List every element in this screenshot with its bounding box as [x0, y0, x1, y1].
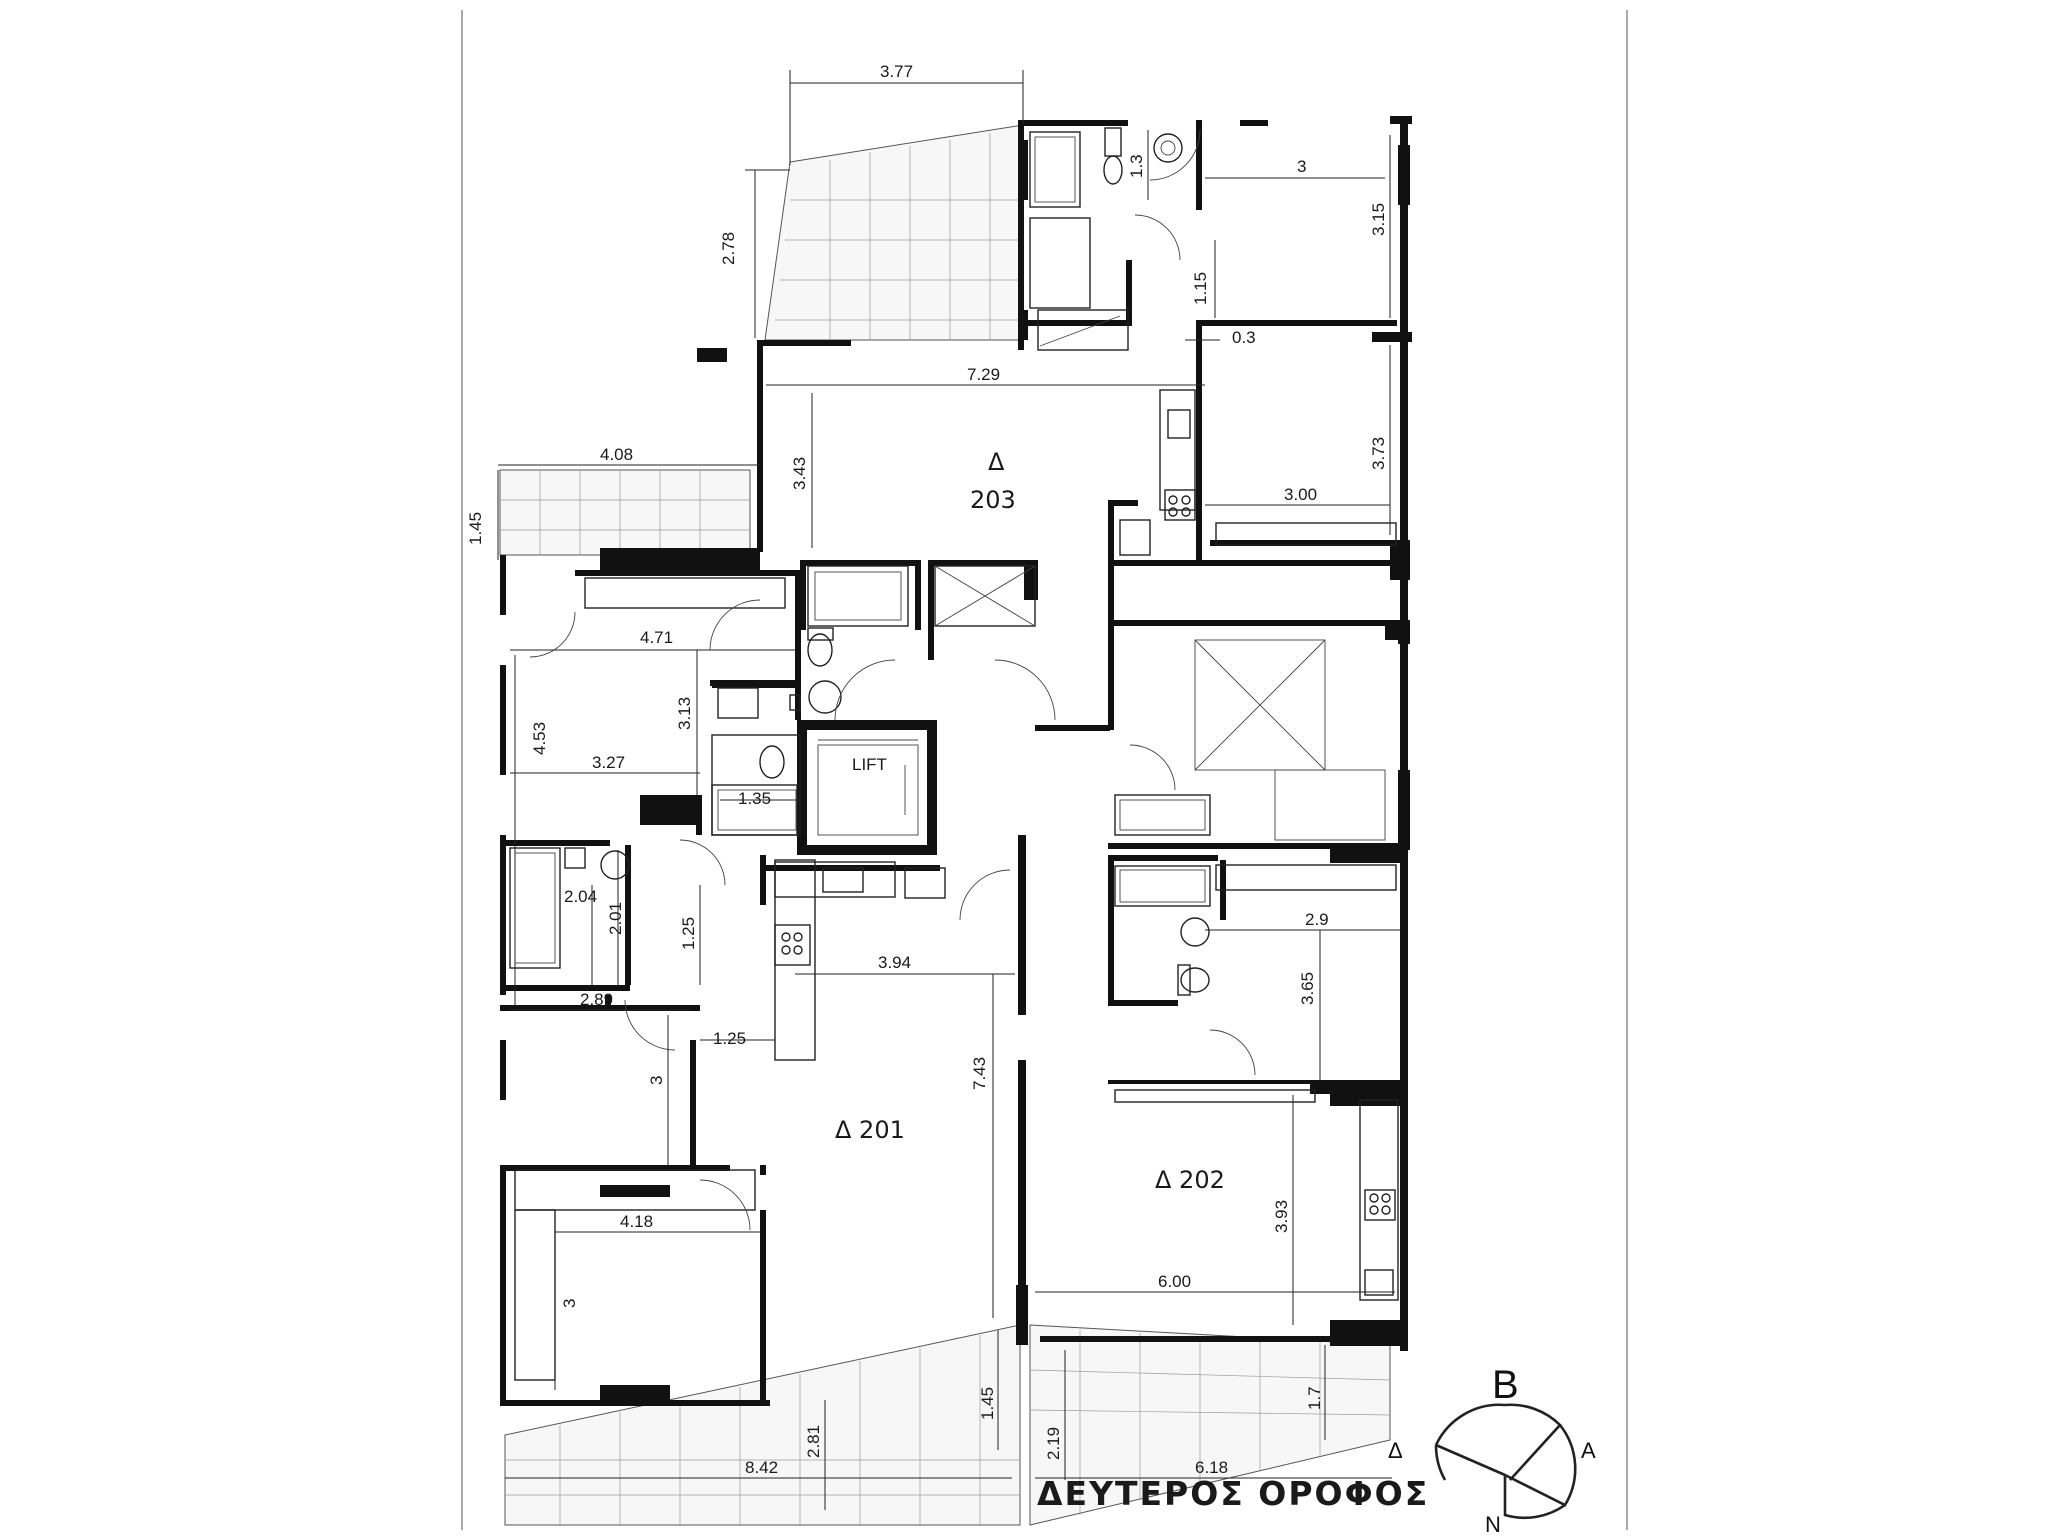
dimension-label: 4.53: [530, 722, 549, 755]
dimension-label: 2.04: [564, 887, 597, 906]
dimension-label: 1.45: [978, 1387, 997, 1420]
dimension-labels: 3.77 2.78 1.3 3 3.15 1.15 0.3 7.29 3.43 …: [466, 62, 1388, 1477]
dimension-label: 3.94: [878, 953, 911, 972]
dimension-label: 6.00: [1158, 1272, 1191, 1291]
dimension-label: 3.65: [1298, 972, 1317, 1005]
compass-icon: [1434, 1403, 1577, 1520]
dimension-label: 7.43: [970, 1057, 989, 1090]
dimension-label: 3: [647, 1076, 666, 1085]
dimension-label: 6.18: [1195, 1458, 1228, 1477]
dimension-label: 7.29: [967, 365, 1000, 384]
lift-cabin: [817, 739, 919, 836]
unit-label-202: Δ 202: [1155, 1166, 1225, 1194]
dimension-label: 3.77: [880, 62, 913, 81]
balcony-bottom-right: [1029, 1324, 1391, 1526]
dimension-label: 3: [1297, 157, 1306, 176]
dimension-lines: [497, 70, 1400, 1510]
dimension-label: 3.00: [1284, 485, 1317, 504]
dimension-label: 3.73: [1369, 437, 1388, 470]
dimension-label: 2.9: [1305, 910, 1329, 929]
sheet-title: ΔΕΥΤΕΡΟΣ ΟΡΟΦΟΣ: [1037, 1474, 1429, 1513]
dimension-label: 0.3: [1232, 328, 1256, 347]
compass-north-label: B: [1492, 1363, 1519, 1407]
dimension-label: 2.78: [719, 232, 738, 265]
doors: [529, 129, 1256, 1231]
fixtures: [509, 127, 1399, 1381]
dimension-label: 1.7: [1305, 1386, 1324, 1410]
dimension-label: 8.42: [745, 1458, 778, 1477]
dimension-label: 1.45: [466, 512, 485, 545]
compass-west-label: Δ: [1388, 1438, 1403, 1463]
dimension-label: 1.25: [713, 1029, 746, 1048]
unit-number-203: 203: [970, 486, 1016, 514]
dimension-label: 3: [560, 1299, 579, 1308]
compass: B A N Δ: [1388, 1363, 1596, 1536]
dimension-label: 4.08: [600, 445, 633, 464]
dimension-label: 4.18: [620, 1212, 653, 1231]
dimension-label: 1.35: [738, 789, 771, 808]
dimension-label: 2.89: [580, 990, 613, 1009]
balcony-top: [764, 124, 1024, 341]
dimension-label: 1.3: [1127, 154, 1146, 178]
dimension-label: 2.81: [804, 1425, 823, 1458]
balcony-bottom-left: [504, 1324, 1021, 1526]
dimension-label: 3.13: [675, 697, 694, 730]
unit-labels: Δ 201 Δ 202 Δ 203 LIFT: [835, 448, 1225, 1194]
compass-east-label: A: [1581, 1438, 1596, 1463]
compass-south-label: N: [1485, 1512, 1501, 1536]
dimension-label: 2.01: [606, 902, 625, 935]
lift-label: LIFT: [852, 755, 887, 774]
dimension-label: 1.15: [1191, 272, 1210, 305]
balcony-left-top: [499, 469, 751, 556]
dimension-label: 1.25: [679, 917, 698, 950]
dimension-label: 3.93: [1272, 1200, 1291, 1233]
dimension-label: 2.19: [1044, 1427, 1063, 1460]
unit-label-203: Δ: [988, 448, 1005, 476]
dimension-label: 3.27: [592, 753, 625, 772]
unit-label-201: Δ 201: [835, 1116, 905, 1144]
dimension-label: 4.71: [640, 628, 673, 647]
dimension-label: 3.43: [790, 457, 809, 490]
dimension-label: 3.15: [1369, 203, 1388, 236]
